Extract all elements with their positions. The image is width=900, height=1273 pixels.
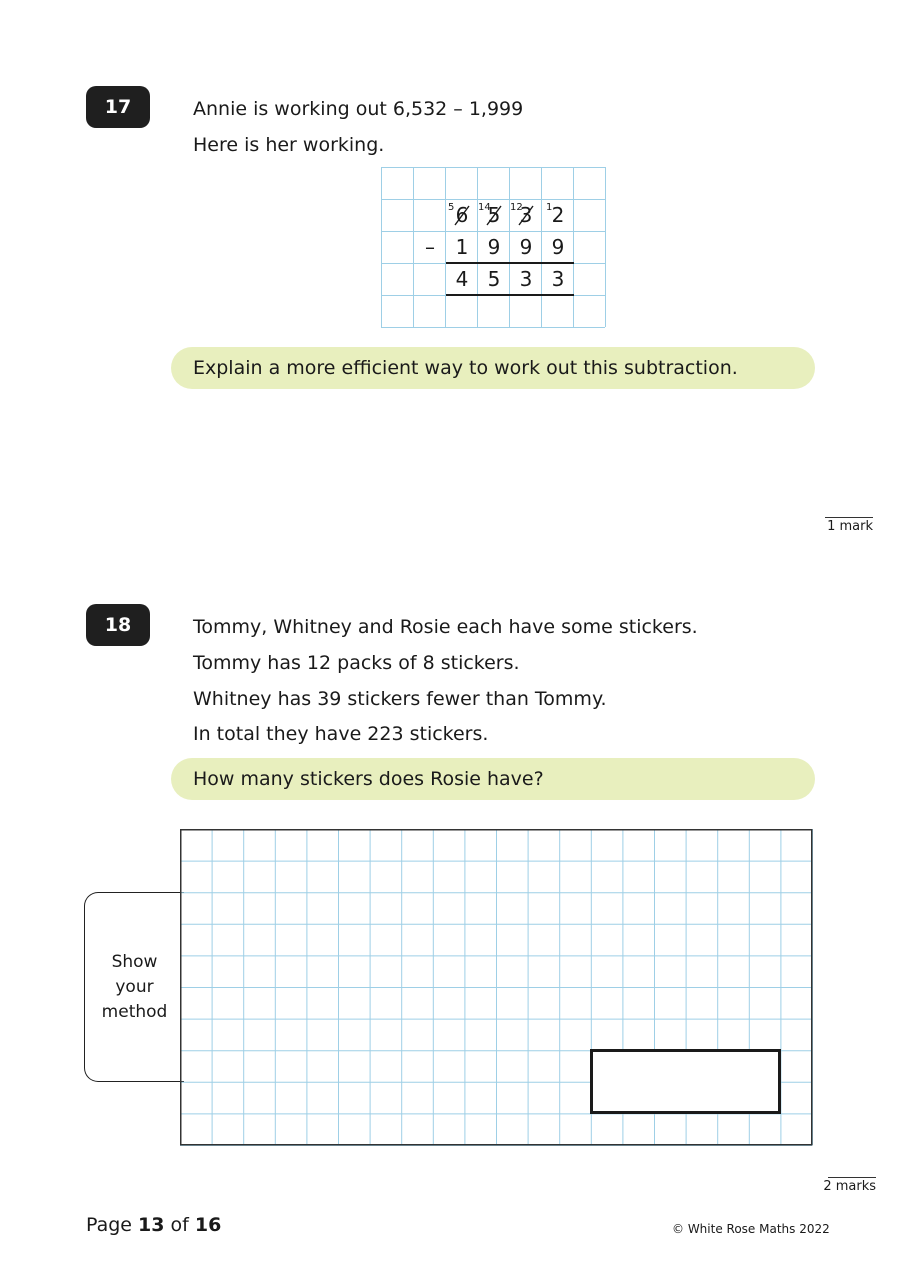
carry-digit: 1	[546, 202, 553, 213]
minus-sign: –	[425, 235, 435, 259]
marks-label: 2 marks	[823, 1177, 876, 1194]
show-your-method-label: Show your method	[84, 892, 184, 1082]
question-text: In total they have 223 stickers.	[193, 723, 489, 745]
subtrahend-digit: 9	[487, 235, 501, 259]
question-text: Tommy, Whitney and Rosie each have some …	[193, 616, 698, 638]
question-number-badge: 17	[86, 86, 150, 128]
working-grid-area[interactable]	[180, 829, 813, 1146]
carry-digit: 12	[510, 202, 523, 213]
carry-digit: 14	[478, 202, 491, 213]
question-prompt-banner: Explain a more efficient way to work out…	[171, 347, 815, 389]
question-text: Tommy has 12 packs of 8 stickers.	[193, 652, 520, 674]
question-text: Here is her working.	[193, 134, 385, 156]
question-prompt-banner: How many stickers does Rosie have?	[171, 758, 815, 800]
grid-border	[180, 829, 813, 1146]
result-digit: 3	[519, 267, 533, 291]
working-grid	[381, 167, 606, 328]
question-text: Annie is working out 6,532 – 1,999	[193, 98, 524, 120]
marks-label: 1 mark	[820, 517, 873, 534]
method-label-line: Show	[111, 951, 158, 972]
page-number: Page 13 of 16	[86, 1214, 222, 1236]
question-number-badge: 18	[86, 604, 150, 646]
subtrahend-digit: 9	[519, 235, 533, 259]
top-digit: 2	[551, 203, 565, 227]
subtrahend-digit: 9	[551, 235, 565, 259]
result-digit: 3	[551, 267, 565, 291]
question-text: Whitney has 39 stickers fewer than Tommy…	[193, 688, 607, 710]
subtrahend-digit: 1	[455, 235, 469, 259]
result-digit: 5	[487, 267, 501, 291]
answer-box[interactable]	[590, 1049, 781, 1114]
strikethrough-marks	[454, 205, 534, 226]
result-digit: 4	[455, 267, 469, 291]
carry-digit: 5	[448, 202, 455, 213]
column-subtraction-working: 5 14 12 1 6 5 3 2 – 1 9 9 9 4 5 3 3	[381, 167, 608, 329]
squared-paper	[180, 829, 813, 1146]
method-label-line: your	[115, 976, 154, 997]
copyright-notice: © White Rose Maths 2022	[672, 1222, 830, 1236]
method-label-line: method	[101, 1001, 168, 1022]
